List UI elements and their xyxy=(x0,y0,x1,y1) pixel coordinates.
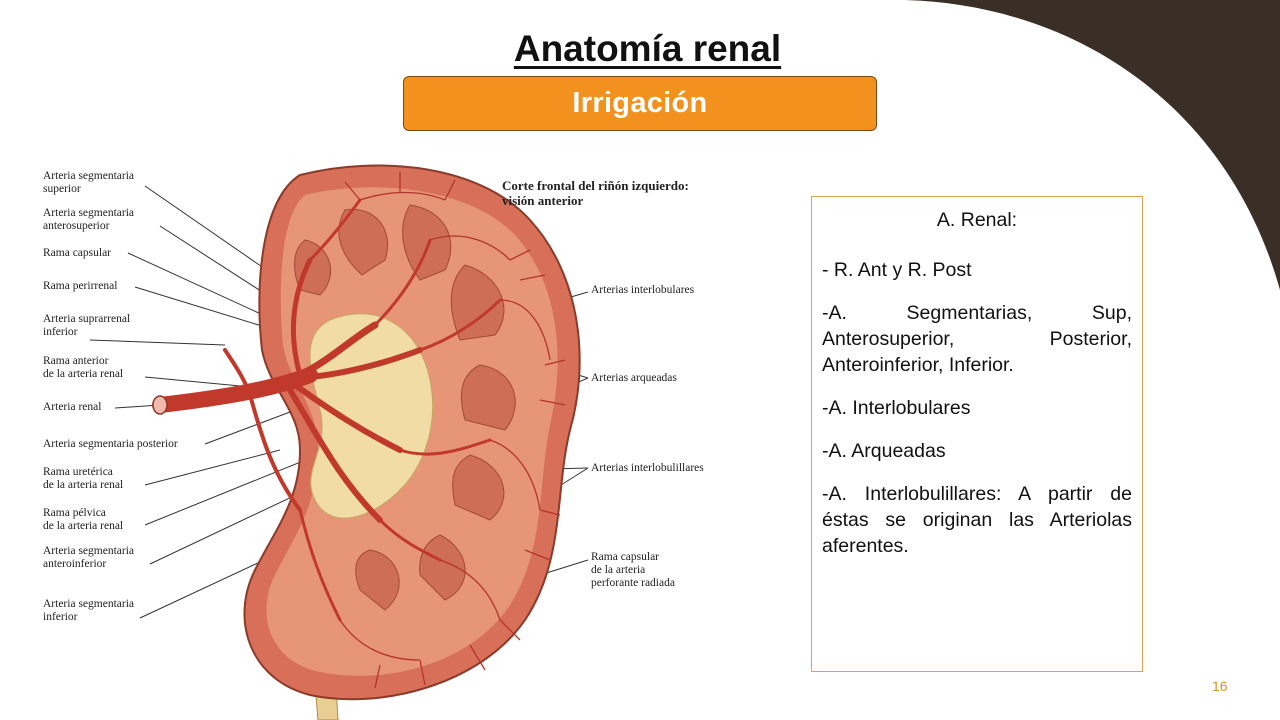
info-item: -A. Arqueadas xyxy=(822,440,946,462)
info-item: -A. Interlobulares xyxy=(822,397,971,419)
label-arteria-renal: Arteria renal xyxy=(43,401,102,413)
label-rama-capsular-perforante: Rama capsular de la arteria perforante r… xyxy=(591,551,675,589)
label-arteria-segmentaria-posterior: Arteria segmentaria posterior xyxy=(43,438,178,450)
label-arterias-arqueadas: Arterias arqueadas xyxy=(591,372,677,384)
label-rama-anterior: Rama anterior de la arteria renal xyxy=(43,355,124,380)
info-item: -A. Interlobulillares: A partir de éstas… xyxy=(822,483,1132,557)
label-arteria-segmentaria-anteroinferior: Arteria segmentaria anteroinferior xyxy=(43,545,134,570)
label-rama-ureterica: Rama uretérica de la arteria renal xyxy=(43,466,124,491)
label-arteria-suprarrenal-inferior: Arteria suprarrenal inferior xyxy=(43,313,131,338)
label-rama-perirrenal: Rama perirrenal xyxy=(43,280,118,292)
label-rama-capsular: Rama capsular xyxy=(43,247,112,259)
kidney-drawing xyxy=(89,164,589,720)
info-item: - R. Ant y R. Post xyxy=(822,259,972,281)
info-box: A. Renal: - R. Ant y R. Post -A. Segment… xyxy=(811,196,1143,672)
label-arteria-segmentaria-superior: Arteria segmentaria superior xyxy=(43,170,134,195)
subtitle-text: Irrigación xyxy=(572,87,708,119)
info-heading: A. Renal: xyxy=(936,209,1018,231)
label-arteria-segmentaria-anterosuperior: Arteria segmentaria anterosuperior xyxy=(43,207,134,232)
kidney-illustration: Corte frontal del riñón izquierdo: visió… xyxy=(0,150,800,720)
figure-caption: Corte frontal del riñón izquierdo: visió… xyxy=(502,178,689,208)
label-arterias-interlobulares: Arterias interlobulares xyxy=(591,284,695,296)
label-arterias-interlobulillares: Arterias interlobulillares xyxy=(591,462,704,474)
label-rama-pelvica: Rama pélvica de la arteria renal xyxy=(43,507,124,532)
label-arteria-segmentaria-inferior: Arteria segmentaria inferior xyxy=(43,598,134,623)
page-number: 16 xyxy=(1212,678,1228,694)
slide-title: Anatomía renal xyxy=(513,28,782,69)
info-item: -A. Segmentarias, Sup, Anterosuperior, P… xyxy=(822,302,1132,376)
subtitle-banner: Irrigación xyxy=(403,76,877,131)
